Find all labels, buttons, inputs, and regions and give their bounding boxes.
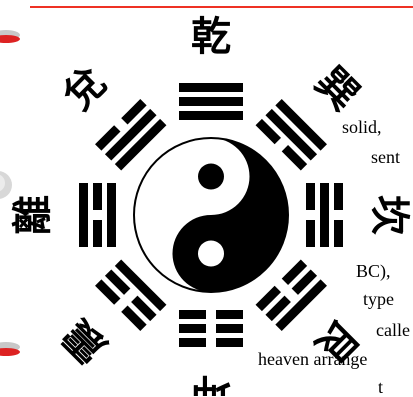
trigram-5: 坤: [179, 310, 243, 396]
trigram-line-broken: [179, 310, 206, 319]
trigram-line-broken: [306, 183, 315, 210]
trigram-name: 巽: [306, 59, 367, 120]
text-fragment-sent: sent: [371, 148, 400, 166]
trigram-line-solid: [320, 183, 329, 247]
trigram-name: 震: [55, 310, 116, 371]
top-rule: [30, 6, 413, 8]
text-fragment-heaven: heaven arrange: [258, 350, 367, 368]
trigram-line-solid: [179, 111, 243, 120]
trigram-7: 離: [10, 183, 116, 247]
trigram-line-broken: [93, 183, 102, 210]
trigram-8: 兌: [46, 50, 166, 170]
side-button-bottom[interactable]: [0, 342, 20, 356]
trigram-line-broken: [179, 338, 206, 347]
trigram-name: 坎: [366, 195, 412, 235]
text-fragment-solid: solid,: [342, 118, 382, 136]
trigram-name: 坤: [191, 370, 231, 396]
trigram-line-broken: [216, 338, 243, 347]
trigram-1: 乾: [179, 14, 243, 120]
trigram-line-broken: [179, 324, 206, 333]
trigram-name: 乾: [191, 14, 231, 60]
text-fragment-t: t: [378, 378, 383, 396]
text-fragment-type: type: [363, 290, 394, 308]
yin-yang-icon: [134, 138, 288, 292]
trigram-line-broken: [216, 324, 243, 333]
trigram-line-broken: [216, 310, 243, 319]
trigram-line-solid: [79, 183, 88, 247]
trigram-name: 兌: [55, 59, 116, 120]
text-fragment-calle: calle: [376, 321, 410, 339]
trigram-line-solid: [179, 83, 243, 92]
trigram-line-solid: [179, 97, 243, 106]
trigram-6: 震: [46, 260, 166, 380]
trigram-line-broken: [334, 183, 343, 210]
text-fragment-bc: BC),: [356, 262, 391, 280]
trigram-line-broken: [93, 220, 102, 247]
side-button-mid[interactable]: [0, 171, 12, 199]
trigram-line-broken: [334, 220, 343, 247]
trigram-2: 巽: [256, 50, 376, 170]
trigram-3: 坎: [306, 183, 412, 247]
trigram-line-broken: [306, 220, 315, 247]
trigram-line-solid: [107, 183, 116, 247]
side-button-top[interactable]: [0, 30, 20, 43]
trigram-name: 離: [10, 195, 56, 235]
